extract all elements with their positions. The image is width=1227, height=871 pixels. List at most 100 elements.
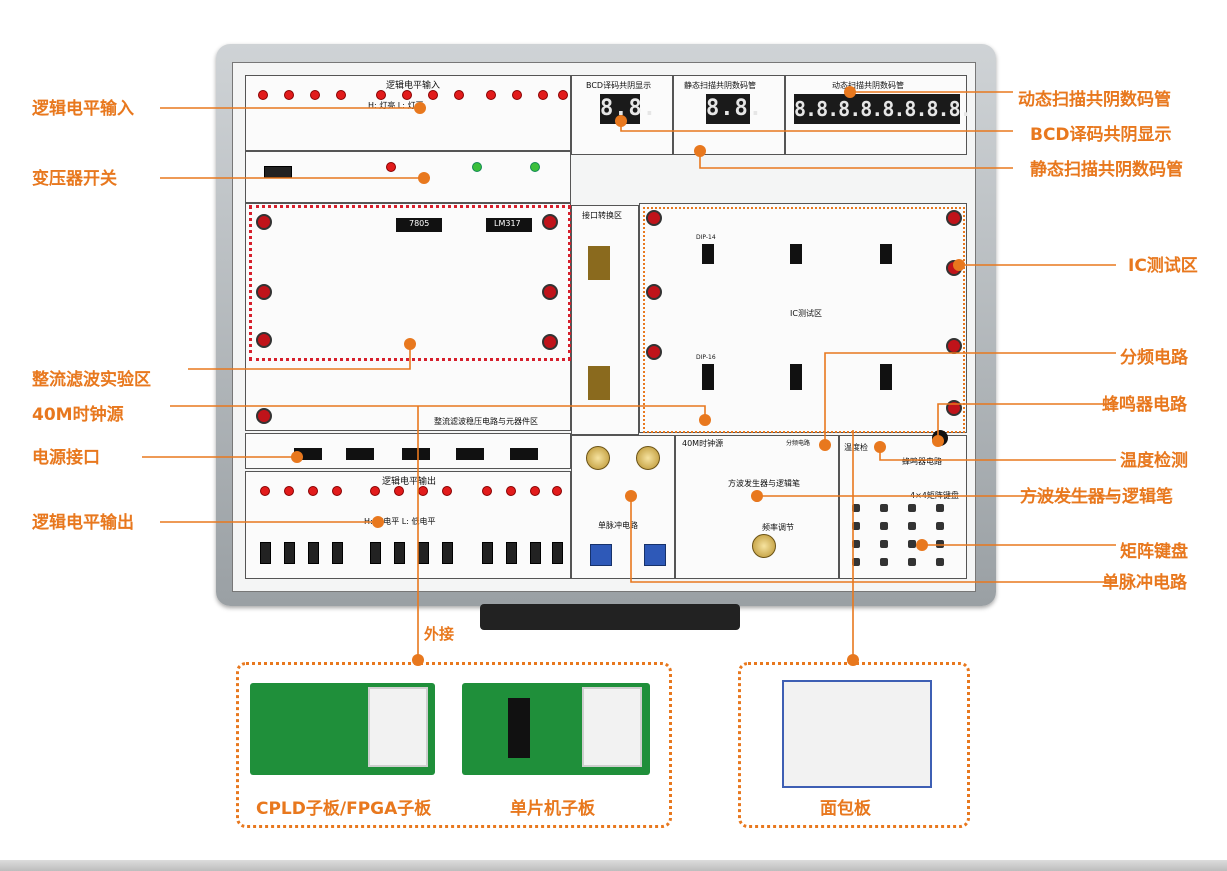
led [512,90,522,100]
led [482,486,492,496]
toggle-switch[interactable] [394,542,405,564]
led [486,90,496,100]
freq-adjust-label: 频率调节 [762,523,794,532]
toggle-switch[interactable] [482,542,493,564]
dip14-socket[interactable] [880,244,892,264]
keypad-key[interactable] [852,504,860,512]
callout-bcd-decode: BCD译码共阴显示 [1030,125,1172,145]
header-block [588,246,610,280]
keypad-key[interactable] [908,558,916,566]
keypad-key[interactable] [936,540,944,548]
dynamic-title: 动态扫描共阴数码管 [832,81,904,90]
terminal-jack[interactable] [256,408,272,424]
pulse-knob[interactable] [586,446,610,470]
power-terminal[interactable] [510,448,538,460]
static-scan-section: 静态扫描共阴数码管 8.8. [673,75,785,155]
static-title: 静态扫描共阴数码管 [684,81,756,90]
callout-logic-level-input: 逻辑电平输入 [32,99,134,119]
led [530,162,540,172]
callout-dynamic-scan: 动态扫描共阴数码管 [1018,90,1171,110]
callout-buzzer: 蜂鸣器电路 [1102,395,1187,415]
keypad-key[interactable] [908,540,916,548]
toggle-switch[interactable] [308,542,319,564]
keypad-key[interactable] [936,558,944,566]
logic-output-section: 逻辑电平输出 H: 高电平 L: 低电平 [245,471,571,579]
keypad-key[interactable] [880,504,888,512]
dip16-socket[interactable] [880,364,892,390]
keypad-key[interactable] [936,522,944,530]
dip16-socket[interactable] [702,364,714,390]
keypad-key[interactable] [852,540,860,548]
callout-rectifier-filter: 整流滤波实验区 [32,370,151,390]
keypad-key[interactable] [880,540,888,548]
power-row [245,151,571,203]
dip16-socket[interactable] [790,364,802,390]
chip-7805-label: 7805 [409,219,430,228]
clock-divider-section: 40M时钟源 分频电路 方波发生器与逻辑笔 频率调节 [675,435,839,579]
power-interface-section [245,433,571,469]
terminal-jack[interactable] [542,334,558,350]
power-terminal[interactable] [346,448,374,460]
toggle-switch[interactable] [506,542,517,564]
toggle-switch[interactable] [284,542,295,564]
callout-ic-test: IC测试区 [1128,256,1198,276]
keypad-key[interactable] [936,504,944,512]
pulse-title: 单脉冲电路 [598,521,638,530]
dip14-socket[interactable] [790,244,802,264]
keypad-key[interactable] [908,522,916,530]
regulator-lm317 [486,218,532,232]
power-terminal[interactable] [402,448,430,460]
led [394,486,404,496]
keypad-key[interactable] [852,558,860,566]
header-block [588,366,610,400]
toggle-switch[interactable] [332,542,343,564]
bcd-title: BCD译码共阴显示 [586,81,652,90]
led [284,486,294,496]
terminal-jack[interactable] [646,344,662,360]
experiment-board: 逻辑电平输入 H: 灯亮 L: 灯灭 BCD译码共阴显示 8.8. 静态扫描共阴… [232,62,976,592]
keypad-key[interactable] [880,522,888,530]
keypad-key[interactable] [880,558,888,566]
led [284,90,294,100]
led [472,162,482,172]
keypad-key[interactable] [852,522,860,530]
led [332,486,342,496]
terminal-jack[interactable] [256,214,272,230]
terminal-jack[interactable] [646,210,662,226]
led [506,486,516,496]
toggle-switch[interactable] [442,542,453,564]
callout-power-interface: 电源接口 [32,448,100,468]
single-pulse-section: 单脉冲电路 [571,435,675,579]
case-handle [480,604,740,630]
terminal-jack[interactable] [542,284,558,300]
caption-mcu: 单片机子板 [510,799,595,819]
power-terminal[interactable] [456,448,484,460]
terminal-jack[interactable] [256,332,272,348]
dip16-label: DIP-16 [696,354,716,361]
clock-title: 40M时钟源 [682,439,724,448]
ic-highlight [643,207,965,433]
pulse-button[interactable] [644,544,666,566]
pulse-button[interactable] [590,544,612,566]
callout-freq-divider: 分频电路 [1120,348,1188,368]
terminal-jack[interactable] [256,284,272,300]
dip14-socket[interactable] [702,244,714,264]
terminal-jack[interactable] [946,210,962,226]
logic-input-sub: H: 灯亮 L: 灯灭 [368,101,424,110]
terminal-jack[interactable] [542,214,558,230]
rectifier-title: 整流滤波稳压电路与元器件区 [434,417,538,426]
cpld-breadboard [368,687,428,767]
pulse-knob[interactable] [636,446,660,470]
toggle-switch[interactable] [530,542,541,564]
mcu-breadboard [582,687,642,767]
chip-lm317-label: LM317 [494,219,521,228]
toggle-switch[interactable] [370,542,381,564]
led [336,90,346,100]
callout-logic-level-output: 逻辑电平输出 [32,513,134,533]
frequency-knob[interactable] [752,534,776,558]
toggle-switch[interactable] [552,542,563,564]
keypad-key[interactable] [908,504,916,512]
terminal-jack[interactable] [646,284,662,300]
toggle-switch[interactable] [260,542,271,564]
breadboard-panel [738,662,970,828]
